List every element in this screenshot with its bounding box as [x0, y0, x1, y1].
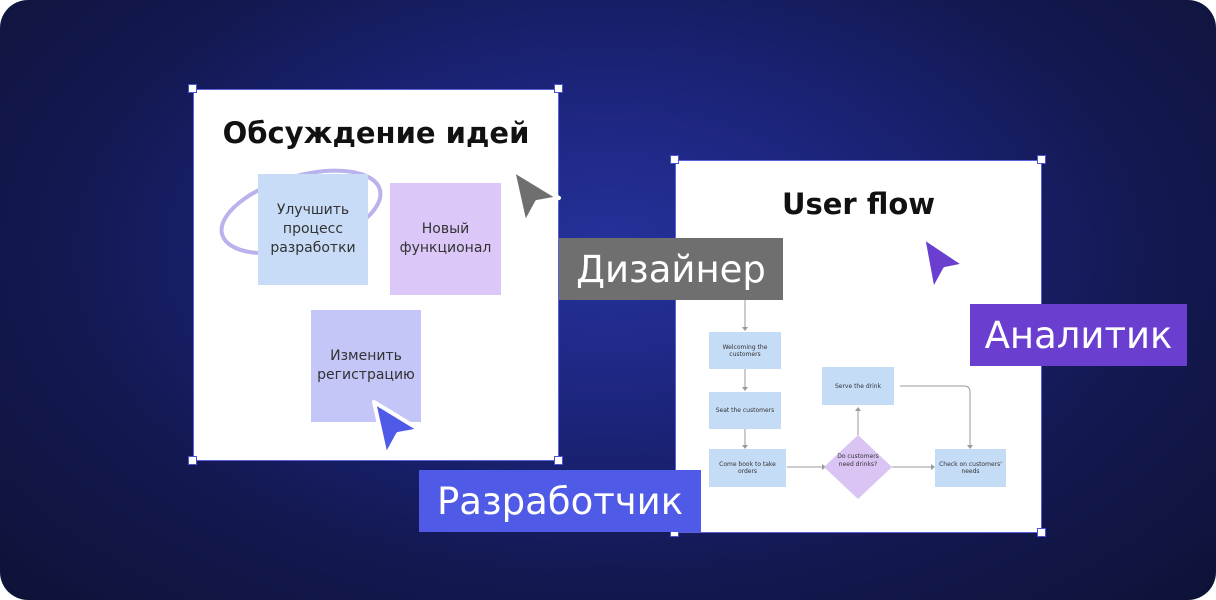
flow-step[interactable]: Welcoming the customers [709, 332, 781, 369]
resize-handle[interactable] [554, 84, 563, 93]
flow-step[interactable]: Check on customers' needs [935, 449, 1006, 487]
resize-handle[interactable] [188, 456, 197, 465]
sticky-note-improve-process[interactable]: Улучшить процесс разработки [258, 174, 368, 285]
resize-handle[interactable] [554, 456, 563, 465]
sticky-note-text: Изменить регистрацию [317, 348, 415, 383]
sticky-note-new-features[interactable]: Новый функционал [390, 183, 501, 295]
designer-label: Дизайнер [559, 238, 783, 300]
developer-label: Разработчик [419, 470, 701, 532]
flow-connectors [742, 299, 973, 499]
cursor-arrow-icon [372, 400, 422, 458]
userflow-title: User flow [781, 187, 936, 221]
resize-handle[interactable] [670, 155, 679, 164]
userflow-frame[interactable]: User flow W [675, 160, 1042, 533]
sticky-note-text: Новый функционал [399, 221, 492, 256]
sticky-note-change-registration[interactable]: Изменить регистрацию [311, 310, 421, 422]
cursor-arrow-icon [511, 168, 561, 226]
flow-step[interactable]: Come book to take orders [709, 449, 786, 487]
decision-diamond [824, 435, 892, 499]
sticky-note-text: Улучшить процесс разработки [270, 202, 356, 256]
flow-step[interactable]: Seat the customers [709, 392, 781, 429]
decision-text: Do customers need drinks? [837, 453, 879, 468]
brainstorm-frame[interactable]: Обсуждение идей Улучшить процесс разрабо… [193, 89, 559, 461]
flow-step[interactable]: Serve the drink [822, 367, 894, 405]
cursor-arrow-icon [921, 235, 967, 293]
analyst-label: Аналитик [970, 304, 1187, 366]
brainstorm-title: Обсуждение идей [222, 116, 530, 150]
resize-handle[interactable] [1037, 528, 1046, 537]
resize-handle[interactable] [1037, 155, 1046, 164]
resize-handle[interactable] [188, 84, 197, 93]
